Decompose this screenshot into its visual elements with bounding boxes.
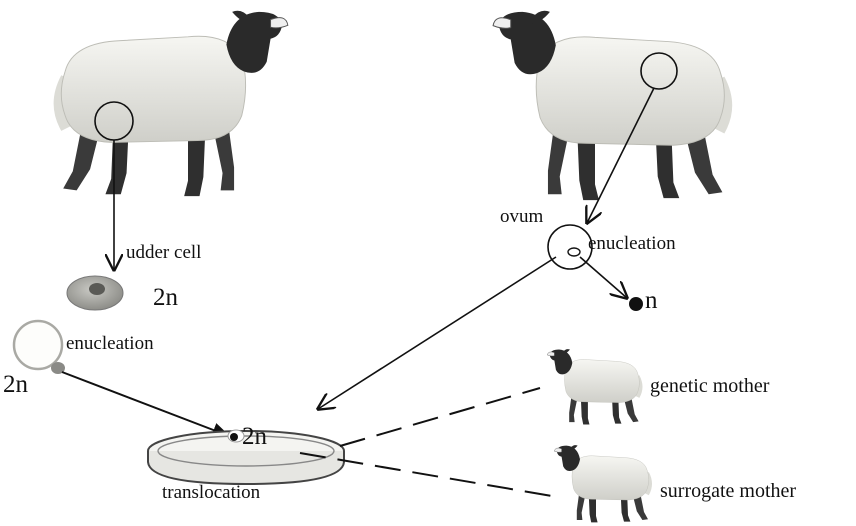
udder-cell-label: udder cell [126,243,201,262]
enucleation-arrow [580,257,627,298]
nucleus-transfer-arrow [62,372,229,436]
dish-to-surrogate-mother-dash [300,453,552,496]
diploid-in-dish-label: 2n [242,424,267,449]
haploid-nucleus-dot [629,297,643,311]
surrogate-mother-sheep-icon [554,445,652,522]
ovum-to-dish-arrow [318,257,556,409]
dish-to-genetic-mother-dash [340,388,540,446]
genetic-mother-sheep-icon [547,349,642,424]
translocation-label: translocation [162,483,260,502]
ovum-label: ovum [500,207,543,226]
enucleated-cell-icon [14,321,65,374]
diploid-nucleus-left-label: 2n [3,372,28,397]
genetic-mother-label: genetic mother [650,376,769,396]
diploid-cell-label: 2n [153,285,178,310]
surrogate-mother-label: surrogate mother [660,481,796,501]
enucleation-right-label: enucleation [588,234,676,253]
donor-sheep-icon [54,11,288,196]
haploid-nucleus-label: n [645,288,658,313]
udder-cell-icon [67,276,123,310]
enucleation-left-label: enucleation [66,334,154,353]
